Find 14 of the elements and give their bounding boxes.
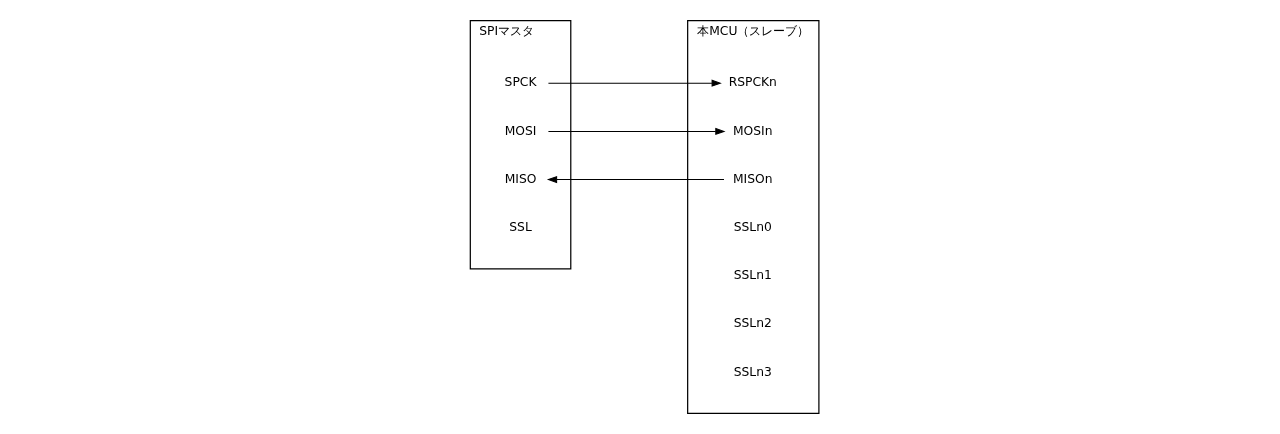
- node-text: SSLn0: [733, 219, 772, 234]
- arrow: [547, 127, 726, 135]
- node-text: MOSIn: [732, 123, 773, 138]
- node-text: MISOn: [732, 171, 773, 186]
- node-text: SPCK: [504, 75, 536, 90]
- node-text: MISO: [504, 171, 536, 186]
- node-text: SSLn1: [733, 268, 772, 283]
- node-text: SSLn3: [733, 364, 772, 379]
- node-text: SSLn2: [733, 316, 772, 331]
- node-text: MOSI: [504, 123, 536, 138]
- arrow: [547, 79, 722, 87]
- node-text: RSPCKn: [728, 75, 777, 90]
- node-text: SSL: [508, 219, 532, 234]
- arrow: [546, 176, 724, 184]
